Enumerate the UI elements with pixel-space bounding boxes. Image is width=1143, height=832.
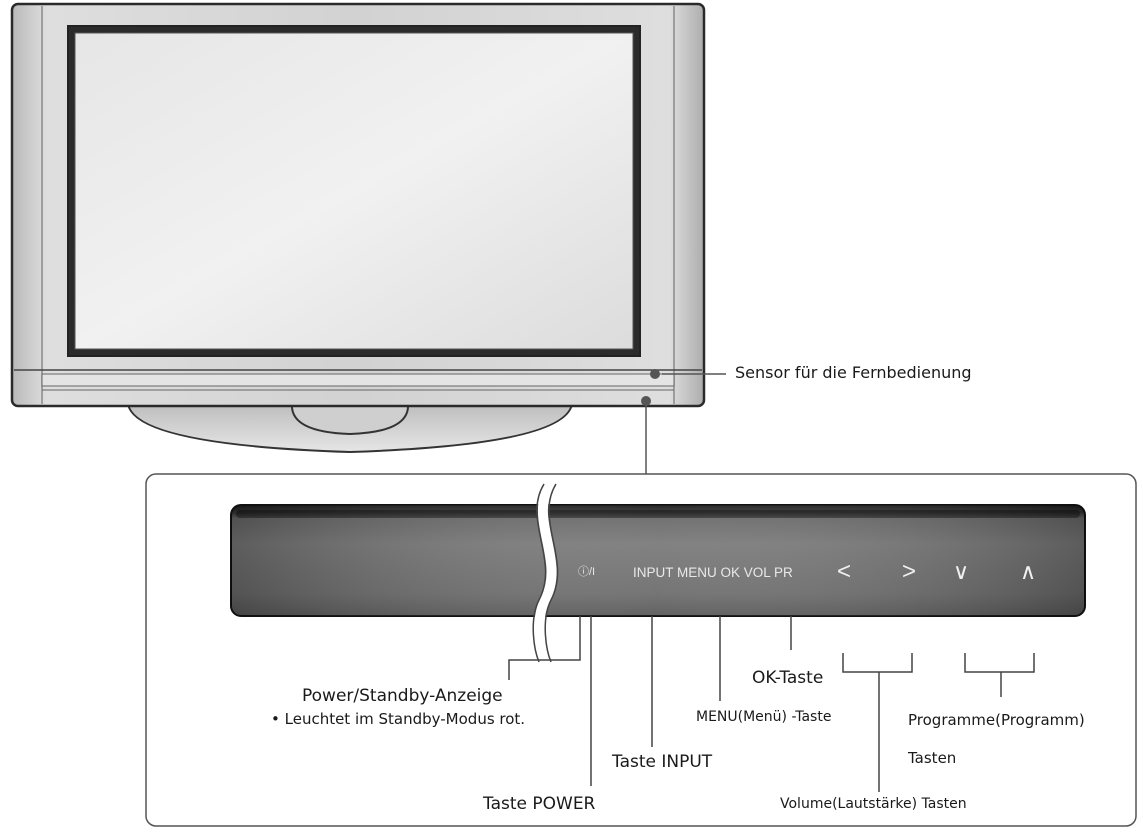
panel-buttons-text[interactable]: INPUT MENU OK VOL PR	[633, 565, 793, 580]
down-arrow-icon[interactable]: ∨	[953, 559, 970, 584]
programme-bracket	[964, 653, 1035, 673]
label-programme-line1: Programme(Programm)	[908, 711, 1085, 729]
label-taste-power: Taste POWER	[483, 794, 596, 814]
power-indicator-dot	[641, 396, 651, 406]
label-ok-taste: OK-Taste	[752, 668, 824, 688]
left-arrow-icon[interactable]: <	[837, 558, 852, 585]
label-power-standby: Power/Standby-Anzeige	[302, 686, 503, 706]
label-remote-sensor: Sensor für die Fernbedienung	[735, 363, 972, 382]
label-power-standby-note: • Leuchtet im Standby-Modus rot.	[271, 710, 526, 728]
right-arrow-icon[interactable]: >	[902, 558, 917, 585]
up-arrow-icon[interactable]: ∧	[1020, 559, 1037, 584]
panel-break-mark	[532, 481, 559, 664]
volume-bracket	[842, 653, 913, 673]
control-panel	[230, 504, 1086, 617]
label-taste-input: Taste INPUT	[612, 752, 713, 772]
label-volume-tasten: Volume(Lautstärke) Tasten	[780, 796, 967, 812]
tv-body	[10, 2, 706, 408]
label-menu-taste: MENU(Menü) -Taste	[696, 709, 832, 725]
leader-lines	[508, 616, 1002, 792]
detail-box	[145, 473, 1137, 827]
power-symbol[interactable]: ⓘ/I	[578, 566, 596, 578]
remote-sensor-dot	[650, 369, 660, 379]
tv-stand	[126, 403, 574, 454]
label-programme-line2: Tasten	[908, 749, 957, 767]
